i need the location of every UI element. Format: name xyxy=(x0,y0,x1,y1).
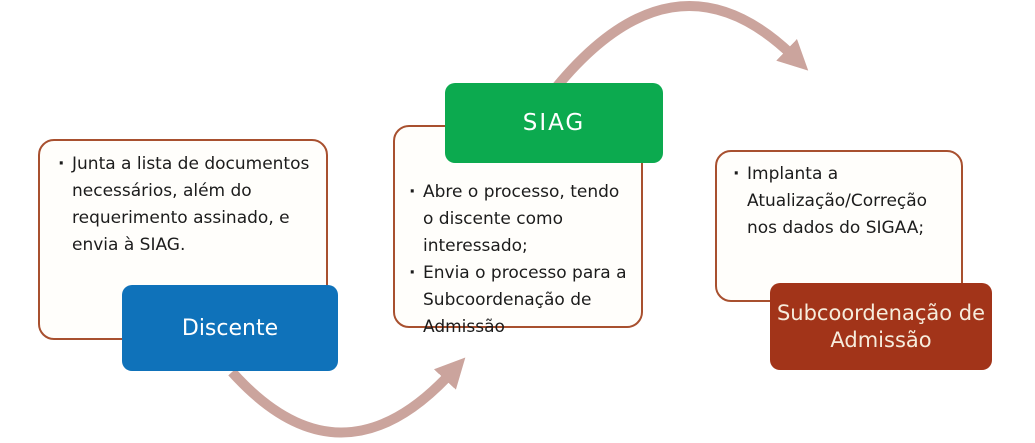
step-label-text: Subcoordenação de Admissão xyxy=(776,301,986,352)
bullet-item: Envia o processo para a Subcoordenação d… xyxy=(407,260,633,341)
bullet-item: Junta a lista de documentos necessários,… xyxy=(56,151,316,259)
bullet-item: Abre o processo, tendo o discente como i… xyxy=(407,179,633,260)
step-label-discente: Discente xyxy=(122,285,338,371)
note-bullet-list: Junta a lista de documentos necessários,… xyxy=(56,151,316,259)
step-label-siag: SIAG xyxy=(445,83,663,163)
bullet-item: Implanta a Atualização/Correção nos dado… xyxy=(731,161,951,242)
note-card-discente: Junta a lista de documentos necessários,… xyxy=(38,139,328,340)
note-bullet-list: Implanta a Atualização/Correção nos dado… xyxy=(731,161,951,242)
step-label-subcoordenacao: Subcoordenação de Admissão xyxy=(770,283,992,370)
note-bullet-list: Abre o processo, tendo o discente como i… xyxy=(407,179,633,341)
step-label-text: Discente xyxy=(181,315,279,341)
arrow-siag-to-subcoordenacao xyxy=(546,1,809,99)
step-label-text: SIAG xyxy=(522,110,586,136)
arrow-discente-to-siag xyxy=(228,357,466,438)
note-card-subcoordenacao: Implanta a Atualização/Correção nos dado… xyxy=(715,150,963,302)
